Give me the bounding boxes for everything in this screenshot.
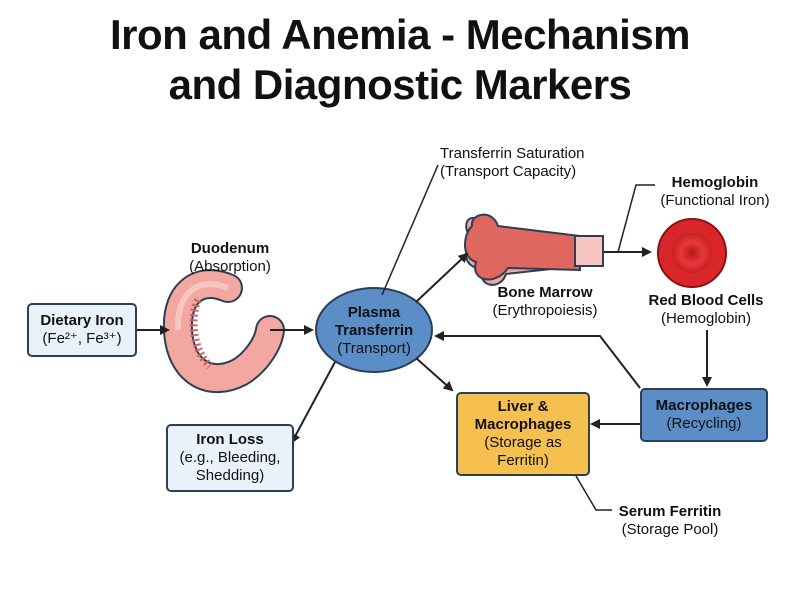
serum-ferritin-detail: (Storage Pool) <box>621 521 719 538</box>
serum-ferritin-label: Serum Ferritin <box>618 503 722 520</box>
transferrin-saturation-detail: (Transport Capacity) <box>440 163 577 180</box>
liver-macrophages-node: Liver & Macrophages (Storage as Ferritin… <box>456 392 590 476</box>
transferrin-saturation-label: Transferrin Saturation <box>440 145 585 162</box>
iron-loss-detail-2: Shedding) <box>195 467 265 484</box>
title-line-1: Iron and Anemia - Mechanism <box>109 11 691 58</box>
flow-arrows <box>137 247 712 444</box>
liver-macrophages-detail-2: Ferritin) <box>497 452 549 469</box>
bone-marrow-label: Bone Marrow <box>497 284 593 301</box>
macrophages-node: Macrophages (Recycling) <box>640 388 768 442</box>
iron-loss-node: Iron Loss (e.g., Bleeding, Shedding) <box>166 424 294 492</box>
plasma-transferrin-label-1: Plasma <box>347 304 401 321</box>
hemoglobin-marker: Hemoglobin (Functional Iron) <box>640 174 790 210</box>
dietary-iron-label: Dietary Iron <box>40 312 124 329</box>
dietary-iron-detail: (Fe²⁺, Fe³⁺) <box>42 330 122 347</box>
page-title: Iron and Anemia - Mechanism and Diagnost… <box>0 10 800 110</box>
bone-marrow-node: Bone Marrow (Erythropoiesis) <box>470 284 620 320</box>
plasma-transferrin-detail: (Transport) <box>337 340 411 357</box>
red-blood-cells-detail: (Hemoglobin) <box>660 310 752 327</box>
macrophages-detail: (Recycling) <box>666 415 742 432</box>
iron-loss-detail-1: (e.g., Bleeding, <box>179 449 281 466</box>
dietary-iron-node: Dietary Iron (Fe²⁺, Fe³⁺) <box>27 303 137 357</box>
liver-macrophages-detail-1: (Storage as <box>484 434 562 451</box>
red-blood-cells-node: Red Blood Cells (Hemoglobin) <box>626 292 786 328</box>
title-line-2: and Diagnostic Markers <box>168 61 632 108</box>
red-blood-cells-label: Red Blood Cells <box>648 292 764 309</box>
macrophages-label: Macrophages <box>655 397 753 414</box>
bone-icon <box>464 213 604 286</box>
plasma-transferrin-label-2: Transferrin <box>334 322 414 339</box>
bone-marrow-detail: (Erythropoiesis) <box>492 302 598 319</box>
serum-ferritin-marker: Serum Ferritin (Storage Pool) <box>600 503 740 539</box>
hemoglobin-detail: (Functional Iron) <box>660 192 770 209</box>
red-blood-cell-icon <box>657 218 727 288</box>
duodenum-label: Duodenum <box>190 240 270 257</box>
transferrin-saturation-marker: Transferrin Saturation (Transport Capaci… <box>440 145 585 181</box>
hemoglobin-label: Hemoglobin <box>671 174 759 191</box>
liver-macrophages-label-1: Liver & <box>497 398 549 415</box>
plasma-transferrin-node-shape <box>315 287 433 373</box>
liver-macrophages-label-2: Macrophages <box>474 416 572 433</box>
duodenum-node: Duodenum (Absorption) <box>160 240 300 276</box>
duodenum-icon <box>162 269 285 394</box>
duodenum-detail: (Absorption) <box>189 258 271 275</box>
iron-loss-label: Iron Loss <box>196 431 264 448</box>
callout-lines <box>381 164 655 511</box>
plasma-transferrin-node: Plasma Transferrin (Transport) <box>316 304 432 358</box>
